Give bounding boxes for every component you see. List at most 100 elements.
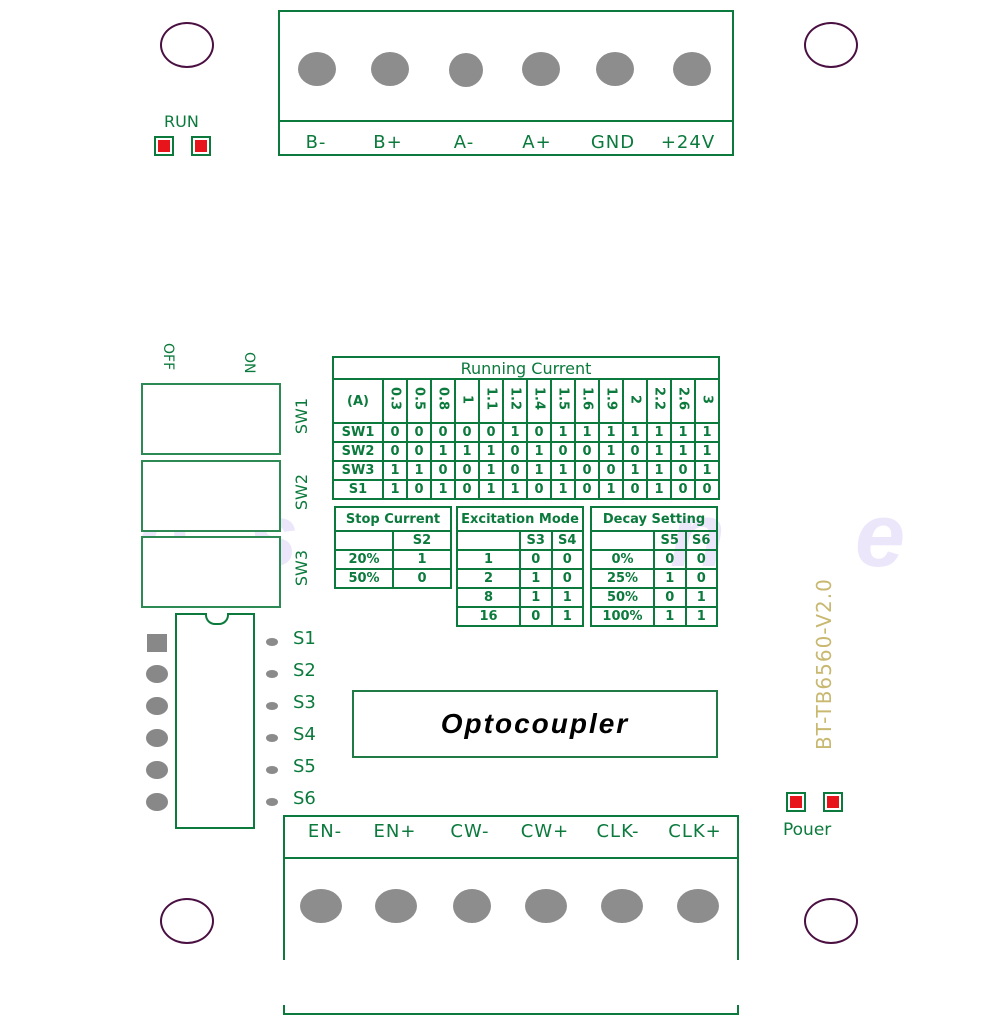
current-value: 0.8 xyxy=(435,386,451,411)
ic-pad xyxy=(146,761,168,779)
current-value: 1.4 xyxy=(531,386,547,411)
s5-label: S5 xyxy=(293,756,316,777)
run-label: RUN xyxy=(164,112,199,131)
current-value: 2 xyxy=(627,395,643,405)
pin-s3 xyxy=(266,702,278,710)
screw-terminal-icon xyxy=(677,889,719,923)
screw-terminal-icon xyxy=(525,889,567,923)
optocoupler-label: Optocoupler xyxy=(440,708,630,739)
ic-pad xyxy=(146,665,168,683)
mounting-hole-top-right xyxy=(804,22,858,68)
pin-s2 xyxy=(266,670,278,678)
pin-s6 xyxy=(266,798,278,806)
screw-terminal-icon xyxy=(298,52,336,86)
sw1-label: SW1 xyxy=(292,398,311,435)
terminal-label-en-plus: EN+ xyxy=(373,821,417,842)
excitation-mode-title: Excitation Mode xyxy=(456,506,584,532)
motor-power-terminal: B- B+ A- A+ GND +24V xyxy=(278,10,734,156)
pin-s1 xyxy=(266,638,278,646)
run-led-2 xyxy=(191,136,211,156)
pin-s5 xyxy=(266,766,278,774)
optocoupler-box: Optocoupler xyxy=(352,690,718,758)
current-value: 0.3 xyxy=(387,386,403,411)
dip-switch-sw3[interactable] xyxy=(141,536,281,608)
running-current-table: Running Current (A) 0.3 0.5 0.8 1 1.1 1.… xyxy=(332,356,720,500)
ic-chip xyxy=(175,613,255,829)
current-value: 3 xyxy=(699,395,715,405)
current-value: 1.6 xyxy=(579,386,595,411)
ic-notch-icon xyxy=(205,613,229,625)
dip-off-label: OFF xyxy=(160,343,176,371)
screw-terminal-icon xyxy=(453,889,491,923)
table-row: 50%0 xyxy=(334,568,452,589)
board-id-label: BT-TB6560-V2.0 xyxy=(812,578,836,750)
decay-setting-title: Decay Setting xyxy=(590,506,718,532)
ic-pad-square xyxy=(147,634,167,652)
mounting-hole-bottom-left xyxy=(160,898,214,944)
screw-terminal-icon xyxy=(300,889,342,923)
current-value: 1.9 xyxy=(603,386,619,411)
run-led-1 xyxy=(154,136,174,156)
sw3-label: SW3 xyxy=(292,550,311,587)
terminal-label-a-plus: A+ xyxy=(522,132,552,153)
current-value: 2.2 xyxy=(651,386,667,411)
screw-terminal-icon xyxy=(522,52,560,86)
pin-s4 xyxy=(266,734,278,742)
current-value: 1.1 xyxy=(483,386,499,411)
stop-current-title: Stop Current xyxy=(334,506,452,532)
terminal-label-24v: +24V xyxy=(660,132,716,153)
dip-on-label: ON xyxy=(241,352,257,374)
unit-label: (A) xyxy=(332,378,384,424)
mounting-hole-bottom-right xyxy=(804,898,858,944)
power-led-2 xyxy=(823,792,843,812)
screw-terminal-icon xyxy=(449,53,483,87)
terminal-label-a-minus: A- xyxy=(453,132,475,153)
terminal-label-b-minus: B- xyxy=(305,132,327,153)
terminal-label-en-minus: EN- xyxy=(307,821,343,842)
current-value: 0.5 xyxy=(411,386,427,411)
current-value: 2.6 xyxy=(675,386,691,411)
current-value: 1.2 xyxy=(507,386,523,411)
screw-terminal-icon xyxy=(601,889,643,923)
terminal-label-cw-plus: CW+ xyxy=(520,821,570,842)
screw-terminal-icon xyxy=(596,52,634,86)
power-label: Pouer xyxy=(783,820,832,840)
table-row: 20%1 xyxy=(334,549,452,570)
terminal-label-clk-minus: CLK- xyxy=(596,821,640,842)
terminal-label-b-plus: B+ xyxy=(373,132,403,153)
ic-pad xyxy=(146,793,168,811)
mounting-hole-top-left xyxy=(160,22,214,68)
terminal-label-gnd: GND xyxy=(590,132,636,153)
dip-switch-sw2[interactable] xyxy=(141,460,281,532)
power-led-1 xyxy=(786,792,806,812)
s1-label: S1 xyxy=(293,628,316,649)
screw-terminal-icon xyxy=(375,889,417,923)
stop-current-table: Stop Current S2 20%1 50%0 xyxy=(334,506,452,589)
running-current-title: Running Current xyxy=(332,356,720,380)
screw-terminal-icon xyxy=(673,52,711,86)
s3-label: S3 xyxy=(293,692,316,713)
dip-switch-sw1[interactable] xyxy=(141,383,281,455)
s4-label: S4 xyxy=(293,724,316,745)
current-value: 1.5 xyxy=(555,386,571,411)
terminal-label-cw-minus: CW- xyxy=(450,821,490,842)
s6-label: S6 xyxy=(293,788,316,809)
screw-terminal-icon xyxy=(371,52,409,86)
ic-pad xyxy=(146,697,168,715)
terminal-label-clk-plus: CLK+ xyxy=(668,821,722,842)
watermark-letter: e xyxy=(855,486,906,586)
